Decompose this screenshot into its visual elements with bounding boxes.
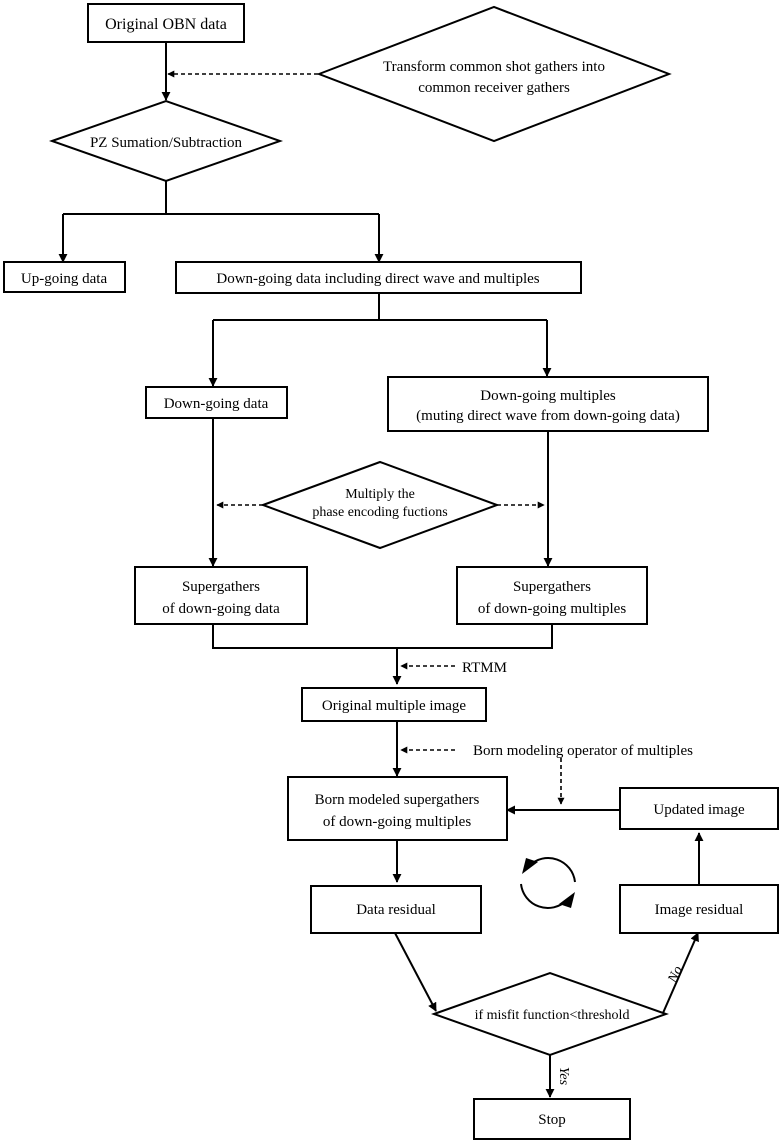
node-label: Data residual (356, 902, 436, 918)
node-box (301, 687, 487, 722)
node-multiply-phase: Multiply the phase encoding fuctions (260, 460, 500, 550)
node-label-line-2: phase encoding fuctions (312, 505, 447, 520)
node-box (310, 885, 482, 934)
node-box (387, 376, 709, 432)
node-diamond (260, 460, 500, 550)
node-box (175, 261, 582, 294)
cycle-arrowhead-bottom (559, 892, 575, 908)
node-label-line-1: Supergathers (182, 579, 260, 595)
node-box (145, 386, 288, 419)
cycle-arc-bottom (520, 883, 568, 909)
node-box (134, 566, 308, 625)
connectors (58, 42, 704, 1098)
node-original-obn-data: Original OBN data (87, 3, 245, 43)
node-label-line-1: Born modeled supergathers (315, 792, 480, 808)
node-supergathers-data: Supergathers of down-going data (134, 566, 308, 625)
node-box (456, 566, 648, 625)
node-label-line-1: Down-going multiples (480, 388, 616, 404)
node-up-going-data: Up-going data (3, 261, 126, 293)
cycle-arrowhead-top (522, 858, 538, 874)
node-original-multiple-image: Original multiple image (301, 687, 487, 722)
rtmm-label: RTMM (462, 660, 507, 676)
node-supergathers-multiples: Supergathers of down-going multiples (456, 566, 648, 625)
node-box (619, 787, 779, 830)
node-box (287, 776, 508, 841)
arrow-residual-to-decision (394, 932, 437, 1012)
node-pz-summation: PZ Sumation/Subtraction (48, 99, 284, 183)
node-label-line-2: (muting direct wave from down-going data… (416, 408, 680, 424)
node-label: if misfit function<threshold (475, 1008, 630, 1023)
line-supergathers-merge (212, 624, 553, 649)
edge-label-yes: Yes (556, 1067, 571, 1086)
node-box (619, 884, 779, 934)
node-label-line-1: Transform common shot gathers into (383, 59, 605, 75)
node-transform-gathers: Transform common shot gathers into commo… (316, 5, 672, 143)
born-operator-label: Born modeling operator of multiples (473, 743, 693, 759)
node-diamond (430, 971, 670, 1057)
node-label-line-1: Multiply the (345, 487, 415, 502)
node-label: PZ Sumation/Subtraction (90, 135, 243, 151)
node-label: Up-going data (21, 271, 108, 287)
node-label: Image residual (655, 902, 744, 918)
node-label-line-2: of down-going multiples (323, 814, 471, 830)
node-label-line-2: common receiver gathers (418, 80, 570, 96)
node-box (87, 3, 245, 43)
node-diamond (316, 5, 672, 143)
node-label: Original multiple image (322, 698, 466, 714)
iteration-cycle-icon (520, 857, 576, 909)
node-image-residual: Image residual (619, 884, 779, 934)
node-box (3, 261, 126, 293)
node-label: Updated image (653, 802, 745, 818)
node-label-line-2: of down-going multiples (478, 601, 626, 617)
node-diamond (48, 99, 284, 183)
node-down-going-multiples: Down-going multiples (muting direct wave… (387, 376, 709, 432)
node-label: Down-going data (164, 396, 269, 412)
arrow-no-to-image-residual (662, 932, 699, 1014)
node-stop: Stop (473, 1098, 631, 1140)
node-label-line-2: of down-going data (162, 601, 280, 617)
edge-label-no: No (665, 964, 686, 986)
node-updated-image: Updated image (619, 787, 779, 830)
node-label: Stop (538, 1112, 566, 1128)
node-born-supergathers: Born modeled supergathers of down-going … (287, 776, 508, 841)
node-down-going-all: Down-going data including direct wave an… (175, 261, 582, 294)
node-label: Down-going data including direct wave an… (216, 271, 539, 287)
node-box (473, 1098, 631, 1140)
node-data-residual: Data residual (310, 885, 482, 934)
node-down-going-data: Down-going data (145, 386, 288, 419)
node-label-line-1: Supergathers (513, 579, 591, 595)
node-misfit-decision: if misfit function<threshold (430, 971, 670, 1057)
node-label: Original OBN data (105, 16, 227, 33)
